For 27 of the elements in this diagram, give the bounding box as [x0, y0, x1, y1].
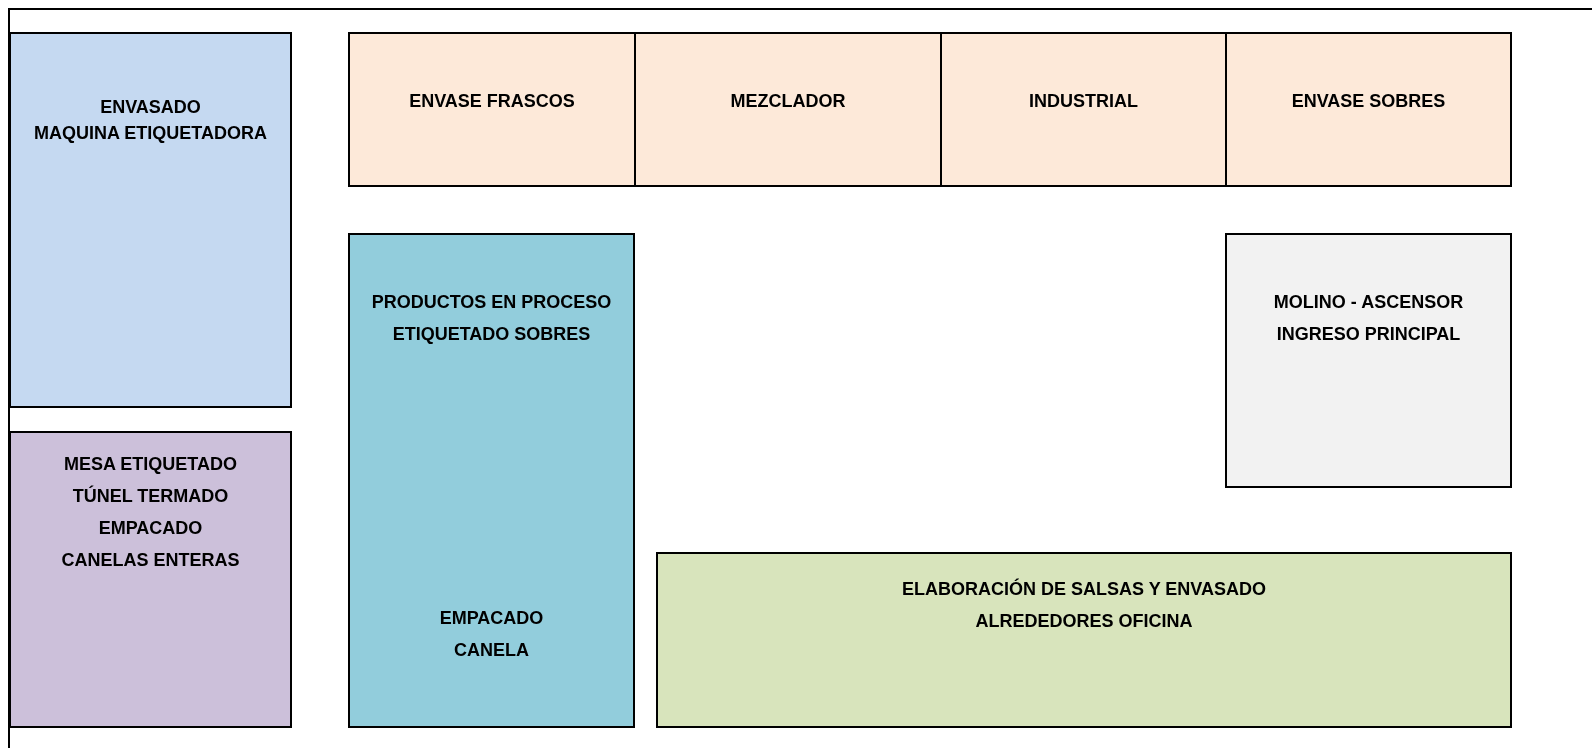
area-label: MESA ETIQUETADO	[64, 453, 237, 475]
area-label: ENVASE FRASCOS	[409, 90, 575, 112]
area-label: ENVASE SOBRES	[1291, 90, 1446, 112]
area-label: MOLINO - ASCENSOR	[1273, 291, 1464, 313]
area-block	[656, 552, 1512, 728]
area-label: ENVASADO	[100, 96, 201, 118]
area-label: TÚNEL TERMADO	[72, 485, 229, 507]
area-label: MAQUINA ETIQUETADORA	[34, 122, 267, 144]
area-block	[1225, 233, 1512, 488]
area-label: EMPACADO	[439, 607, 544, 629]
area-label: INGRESO PRINCIPAL	[1276, 323, 1461, 345]
area-label: INDUSTRIAL	[1029, 90, 1138, 112]
area-label: ETIQUETADO SOBRES	[392, 323, 591, 345]
area-label: MEZCLADOR	[730, 90, 846, 112]
area-label: EMPACADO	[98, 517, 203, 539]
area-label: ELABORACIÓN DE SALSAS Y ENVASADO	[901, 578, 1267, 600]
area-block	[940, 32, 1227, 187]
area-block	[634, 32, 942, 187]
area-block	[1225, 32, 1512, 187]
area-block	[9, 431, 292, 728]
area-label: CANELA	[454, 639, 529, 661]
area-label: ALREDEDORES OFICINA	[975, 610, 1193, 632]
area-label: PRODUCTOS EN PROCESO	[371, 291, 612, 313]
area-block	[348, 32, 636, 187]
area-label: CANELAS ENTERAS	[61, 549, 240, 571]
area-block	[9, 32, 292, 408]
area-block	[348, 233, 635, 728]
